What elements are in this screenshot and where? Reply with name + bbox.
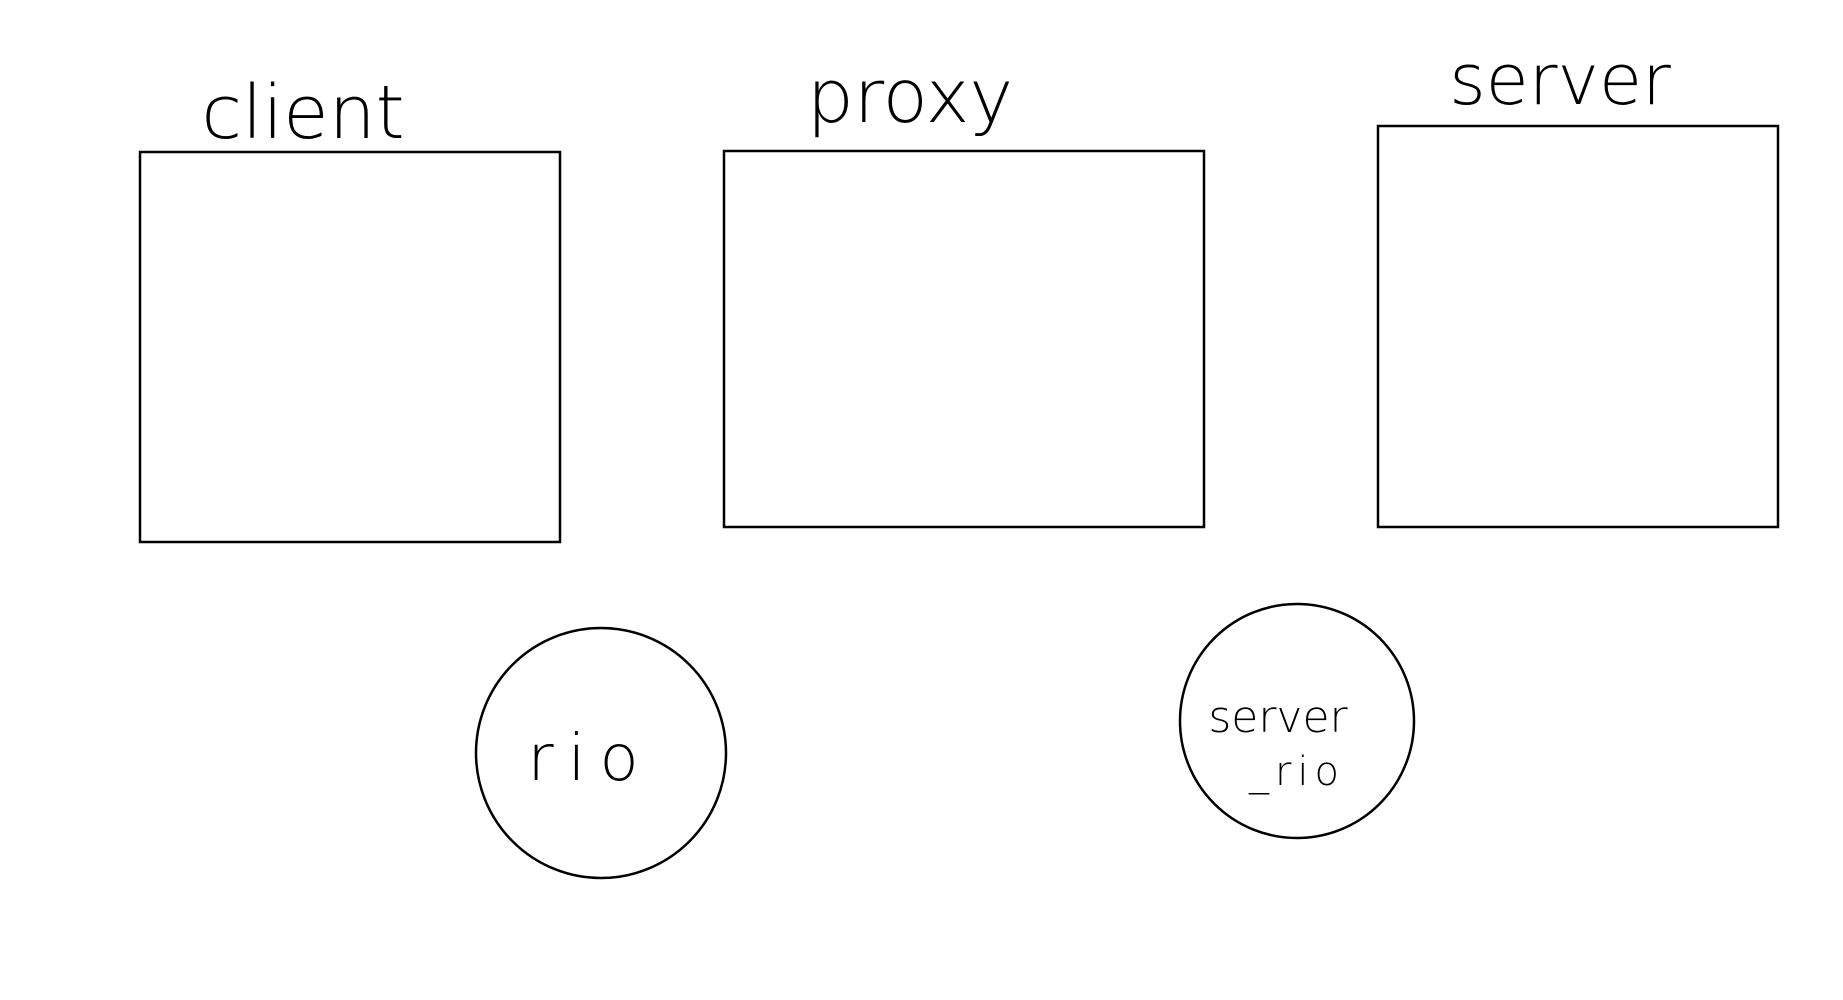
proxy-label: proxy xyxy=(807,54,1013,140)
rio-label: rio xyxy=(527,722,652,796)
server-rio-label-line1: server xyxy=(1208,692,1348,743)
server-rio-label-line2: _rio xyxy=(1248,749,1345,795)
rio-circle xyxy=(474,626,728,880)
proxy-box xyxy=(722,149,1206,529)
server-label: server xyxy=(1449,39,1671,121)
client-label: client xyxy=(201,70,404,156)
server-rio-circle xyxy=(1178,602,1416,840)
client-box xyxy=(138,150,562,544)
server-box xyxy=(1376,124,1780,529)
